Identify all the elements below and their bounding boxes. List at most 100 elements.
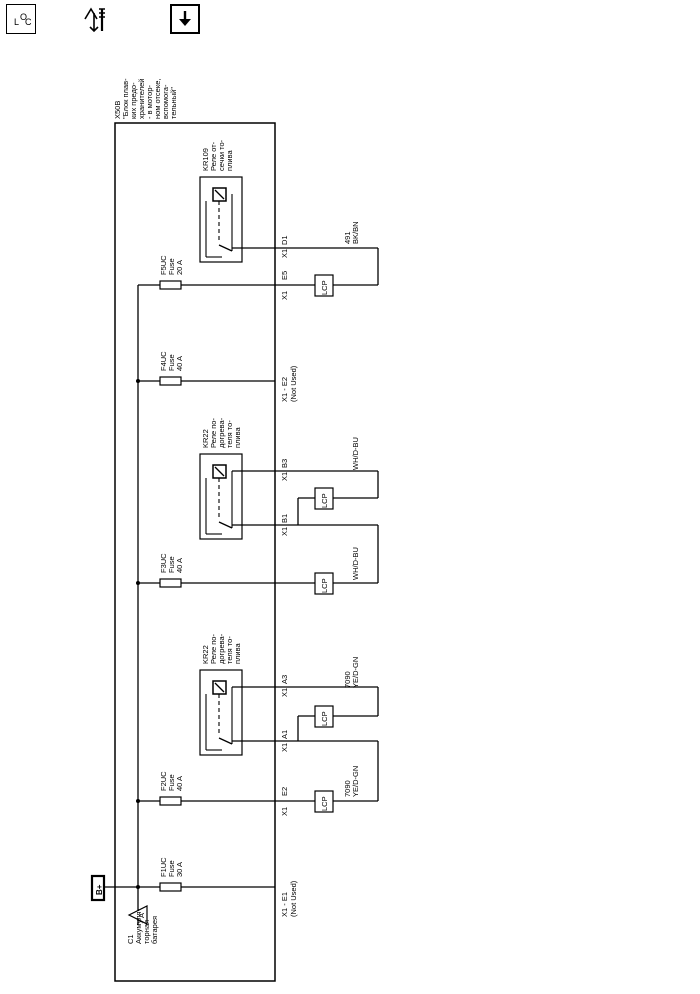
svg-text:40 A: 40 A [175,558,184,573]
svg-text:Fuse: Fuse [167,354,176,371]
down-arrow-icon [179,11,191,26]
svg-text:F3UC: F3UC [159,553,168,573]
svg-text:X1 - E1: X1 - E1 [280,892,289,917]
svg-text:X1: X1 [280,291,289,300]
svg-text:Fuse: Fuse [167,860,176,877]
svg-text:плива: плива [233,642,242,664]
lcp-relay-a: LCP [314,705,334,728]
wire-label-relay-a: 7090 YE/D-GN [343,657,360,688]
fuse-f2uc: F2UC Fuse 40 A X1 E2 [136,771,315,816]
svg-text:F2UC: F2UC [159,771,168,791]
svg-text:хранителей: хранителей [137,79,146,119]
service-info-icon [84,7,105,33]
wire-label-f3uc: WH/D-BU [351,547,360,580]
svg-text:40 A: 40 A [175,356,184,371]
svg-text:491: 491 [343,231,352,244]
svg-text:Реле от-: Реле от- [209,141,218,171]
svg-text:KR109: KR109 [201,148,210,171]
navigate-down-button[interactable] [170,4,200,34]
svg-text:догрева-: догрева- [217,633,226,664]
fuse-f5uc: F5UC Fuse 20 A X1 E5 [138,255,315,300]
svg-text:L: L [14,17,19,27]
svg-text:20 A: 20 A [175,260,184,275]
svg-text:LCP: LCP [320,493,329,508]
svg-text:X1: X1 [280,249,289,258]
svg-text:A1: A1 [280,730,289,739]
lcp-f3uc: LCP [314,572,334,595]
svg-text:Реле по-: Реле по- [209,418,218,448]
svg-text:O: O [20,12,27,22]
wire-label-relay-b: WH/D-BU [351,437,360,470]
fuse-f1uc: F1UC Fuse 30 A X1 - E1 (Not Used) [138,857,298,917]
fuse-f3uc: F3UC Fuse 40 A [136,553,315,588]
svg-text:F1UC: F1UC [159,857,168,877]
svg-text:LCP: LCP [320,280,329,295]
svg-text:B1: B1 [280,514,289,523]
svg-text:LCP: LCP [320,796,329,811]
svg-text:F5UC: F5UC [159,255,168,275]
svg-text:X50B: X50B [113,101,122,119]
svg-text:вспомога-: вспомога- [161,84,170,119]
svg-text:"Блок плав-: "Блок плав- [121,78,130,119]
svg-text:батарея: батарея [150,916,159,944]
svg-text:LCP: LCP [320,578,329,593]
svg-text:догрева-: догрева- [217,417,226,448]
battery-connector-symbol [127,905,148,925]
lcp-relay-b: LCP [314,487,334,510]
svg-text:Fuse: Fuse [167,556,176,573]
svg-text:7090: 7090 [343,780,352,797]
svg-text:сечки то-: сечки то- [217,139,226,171]
svg-text:Fuse: Fuse [167,774,176,791]
svg-text:X1: X1 [280,743,289,752]
svg-text:C1: C1 [126,934,135,944]
lcp-f5uc: LCP [314,274,334,297]
svg-text:Реле по-: Реле по- [209,634,218,664]
component-location-button[interactable]: L O C [6,4,36,34]
svg-text:F4UC: F4UC [159,351,168,371]
svg-text:D1: D1 [280,235,289,245]
svg-text:ких предо-: ких предо- [129,82,138,119]
svg-text:C: C [25,17,32,27]
svg-text:7090: 7090 [343,671,352,688]
svg-text:KR22: KR22 [201,429,210,448]
svg-text:X1: X1 [280,688,289,697]
svg-text:Fuse: Fuse [167,258,176,275]
svg-text:X1: X1 [280,807,289,816]
svg-text:YE/D-GN: YE/D-GN [351,657,360,688]
battery-label: C1 Аккумуля- торная батарея [126,908,159,944]
svg-text:KR22: KR22 [201,645,210,664]
svg-text:- в мотор-: - в мотор- [145,84,154,119]
service-info-button[interactable] [82,4,112,34]
svg-text:плива: плива [225,149,234,171]
svg-text:A: A [137,913,146,918]
svg-text:ном отсеке,: ном отсеке, [153,79,162,119]
svg-text:E2: E2 [280,787,289,796]
fuse-block-label: X50B "Блок плав- ких предо- хранителей -… [113,78,178,119]
wire-label-f2uc: 7090 YE/D-GN [343,766,360,797]
svg-text:Аккумуля-: Аккумуля- [134,908,143,944]
svg-text:теля то-: теля то- [225,636,234,664]
svg-text:торная: торная [142,920,151,944]
svg-text:теля то-: теля то- [225,420,234,448]
relay-kr22-b: KR22 Реле по- догрева- теля то- плива X1… [199,417,379,584]
b-plus-terminal [90,874,106,902]
fuse-f4uc: F4UC Fuse 40 A X1 - E2 (Not Used) [136,351,298,402]
svg-text:YE/D-GN: YE/D-GN [351,766,360,797]
svg-text:40 A: 40 A [175,776,184,791]
svg-text:B3: B3 [280,459,289,468]
svg-text:30 A: 30 A [175,862,184,877]
wire-label-kr109: 491 BK/BN [343,221,360,244]
svg-text:X1: X1 [280,527,289,536]
relay-kr22-a: KR22 Реле по- догрева- теля то- плива X1… [199,633,379,802]
svg-text:BK/BN: BK/BN [351,221,360,244]
svg-text:X1 - E2: X1 - E2 [280,377,289,402]
b-plus-label: B+ [95,884,104,895]
svg-text:(Not Used): (Not Used) [289,880,298,917]
fuse-block-frame [114,122,276,982]
svg-text:E5: E5 [280,271,289,280]
svg-text:LCP: LCP [320,711,329,726]
svg-text:X1: X1 [280,472,289,481]
svg-text:(Not Used): (Not Used) [289,365,298,402]
relay-kr109: KR109 Реле от- сечки то- плива X1 D1 [199,139,379,286]
